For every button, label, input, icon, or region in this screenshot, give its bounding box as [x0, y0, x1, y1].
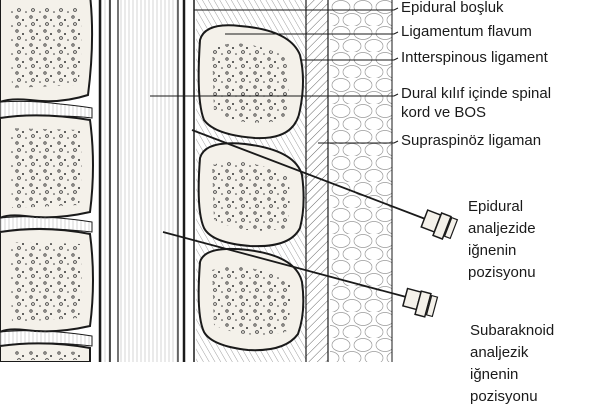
label-epidural-needle-line-2: analjezide — [468, 218, 536, 240]
vertebral-body — [0, 229, 93, 332]
label-subarachnoid-needle-line-1: Subaraknoid — [470, 320, 554, 342]
label-dural-sac: Dural kılıf içinde spinal kord ve BOS — [401, 84, 551, 122]
spinous-process — [199, 25, 303, 138]
vertebral-body — [0, 0, 92, 102]
vertebral-body — [0, 343, 90, 362]
spinal-cord — [118, 0, 184, 362]
epidural-space — [186, 0, 194, 362]
subcutaneous-tissue — [330, 0, 392, 362]
label-epidural-needle: Epidural analjezide iğnenin pozisyonu — [468, 196, 536, 284]
label-ligamentum-flavum: Ligamentum flavum — [401, 22, 532, 41]
label-epidural-needle-line-1: Epidural — [468, 196, 536, 218]
label-subarachnoid-needle: Subaraknoid analjezik iğnenin pozisyonu — [470, 320, 554, 408]
vertebral-bodies — [0, 0, 98, 414]
label-interspinous-ligament: Intterspinous ligament — [401, 48, 548, 67]
label-dural-sac-line-2: kord ve BOS — [401, 103, 551, 122]
spinous-processes — [199, 25, 304, 350]
label-epidural-needle-line-3: iğnenin — [468, 240, 536, 262]
label-subarachnoid-needle-line-2: analjezik — [470, 342, 554, 364]
label-dural-sac-line-1: Dural kılıf içinde spinal — [401, 84, 551, 103]
spinous-process — [199, 249, 304, 350]
label-subarachnoid-needle-line-3: iğnenin — [470, 364, 554, 386]
label-epidural-needle-line-4: pozisyonu — [468, 262, 536, 284]
label-supraspinous-ligament: Supraspinöz ligaman — [401, 131, 541, 150]
spinous-process — [199, 143, 304, 246]
vertebral-body — [0, 115, 93, 218]
label-epidural-space: Epidural boşluk — [401, 0, 504, 17]
dura-mater — [98, 0, 110, 362]
label-subarachnoid-needle-line-4: pozisyonu — [470, 386, 554, 408]
